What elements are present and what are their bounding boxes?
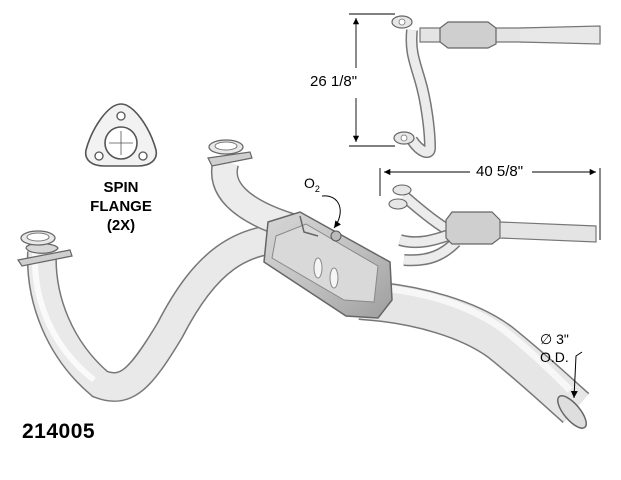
od-leader xyxy=(570,351,583,399)
outer-diameter-label: ∅ 3" O.D. xyxy=(540,330,569,366)
diameter-value: ∅ 3" xyxy=(540,331,569,347)
o2-sensor-label: O2 xyxy=(304,175,320,194)
o2-leader xyxy=(321,195,341,229)
o2-letter: O xyxy=(304,175,315,191)
left-inlet-flange xyxy=(16,230,73,267)
height-dimension-label: 26 1/8" xyxy=(310,73,358,90)
side-view-drawing xyxy=(391,15,601,159)
y-pipe-assembly xyxy=(16,139,590,429)
height-dimension-lines xyxy=(349,13,395,147)
spin-flange-line-2: FLANGE xyxy=(90,198,152,215)
width-dimension-lines xyxy=(379,168,601,240)
spin-flange-line-3: (2X) xyxy=(106,217,136,234)
spin-flange-detail xyxy=(84,103,158,167)
top-view-drawing xyxy=(388,184,597,267)
o2-subscript: 2 xyxy=(314,183,320,194)
spin-flange-label: SPIN FLANGE (2X) xyxy=(66,178,176,235)
spin-flange-line-1: SPIN xyxy=(103,179,139,196)
od-text: O.D. xyxy=(540,349,569,365)
part-number: 214005 xyxy=(22,420,96,443)
right-inlet-flange xyxy=(207,139,253,167)
width-dimension-label: 40 5/8" xyxy=(476,163,524,180)
